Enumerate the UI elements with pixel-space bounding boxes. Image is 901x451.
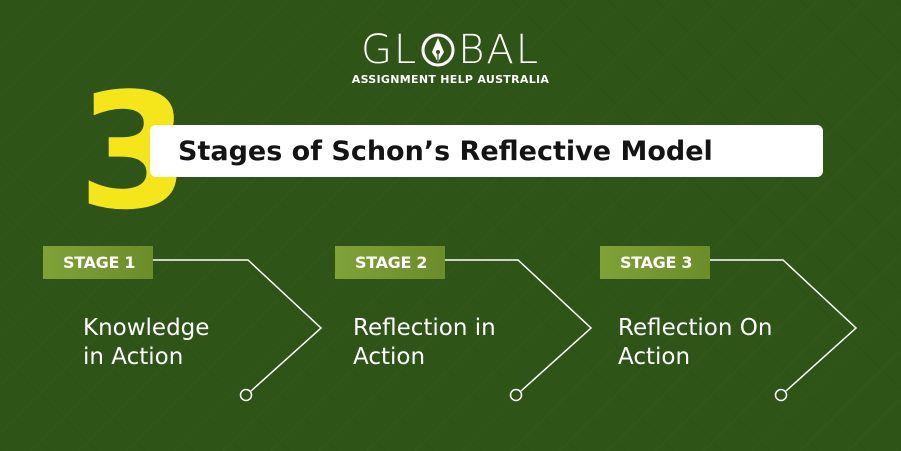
stage-1-line1: Knowledge <box>83 315 210 341</box>
brand-logo: GL BAL ASSIGNMENT HELP AUSTRALIA <box>0 30 901 86</box>
title-banner: Stages of Schon’s Reflective Model <box>150 125 823 177</box>
stage-1-badge: STAGE 1 <box>43 246 153 279</box>
logo-wordmark: GL BAL <box>361 30 540 70</box>
stage-card-2: STAGE 2 Reflection in Action <box>313 244 593 404</box>
stage-3-arrow-outline <box>688 259 858 402</box>
logo-subtitle: ASSIGNMENT HELP AUSTRALIA <box>351 73 550 86</box>
stage-card-1: STAGE 1 Knowledge in Action <box>43 244 323 404</box>
stage-1-line2: in Action <box>83 344 184 370</box>
pen-nib-icon <box>421 33 455 67</box>
stage-3-line2: Action <box>618 344 691 370</box>
stage-2-line2: Action <box>353 344 426 370</box>
stage-2-badge: STAGE 2 <box>335 246 445 279</box>
stage-1-description: Knowledge in Action <box>83 314 283 372</box>
stage-3-badge: STAGE 3 <box>600 246 710 279</box>
logo-word-right: BAL <box>458 27 541 73</box>
stage-card-3: STAGE 3 Reflection On Action <box>578 244 858 404</box>
stage-2-arrow-outline <box>423 259 593 402</box>
stage-2-description: Reflection in Action <box>353 314 553 372</box>
stage-1-arrow-outline <box>153 259 323 402</box>
page-title: Stages of Schon’s Reflective Model <box>178 135 713 167</box>
stage-2-line1: Reflection in <box>353 315 496 341</box>
stage-3-line1: Reflection On <box>618 315 773 341</box>
stage-3-description: Reflection On Action <box>618 314 818 372</box>
logo-word-left: GL <box>360 27 419 73</box>
